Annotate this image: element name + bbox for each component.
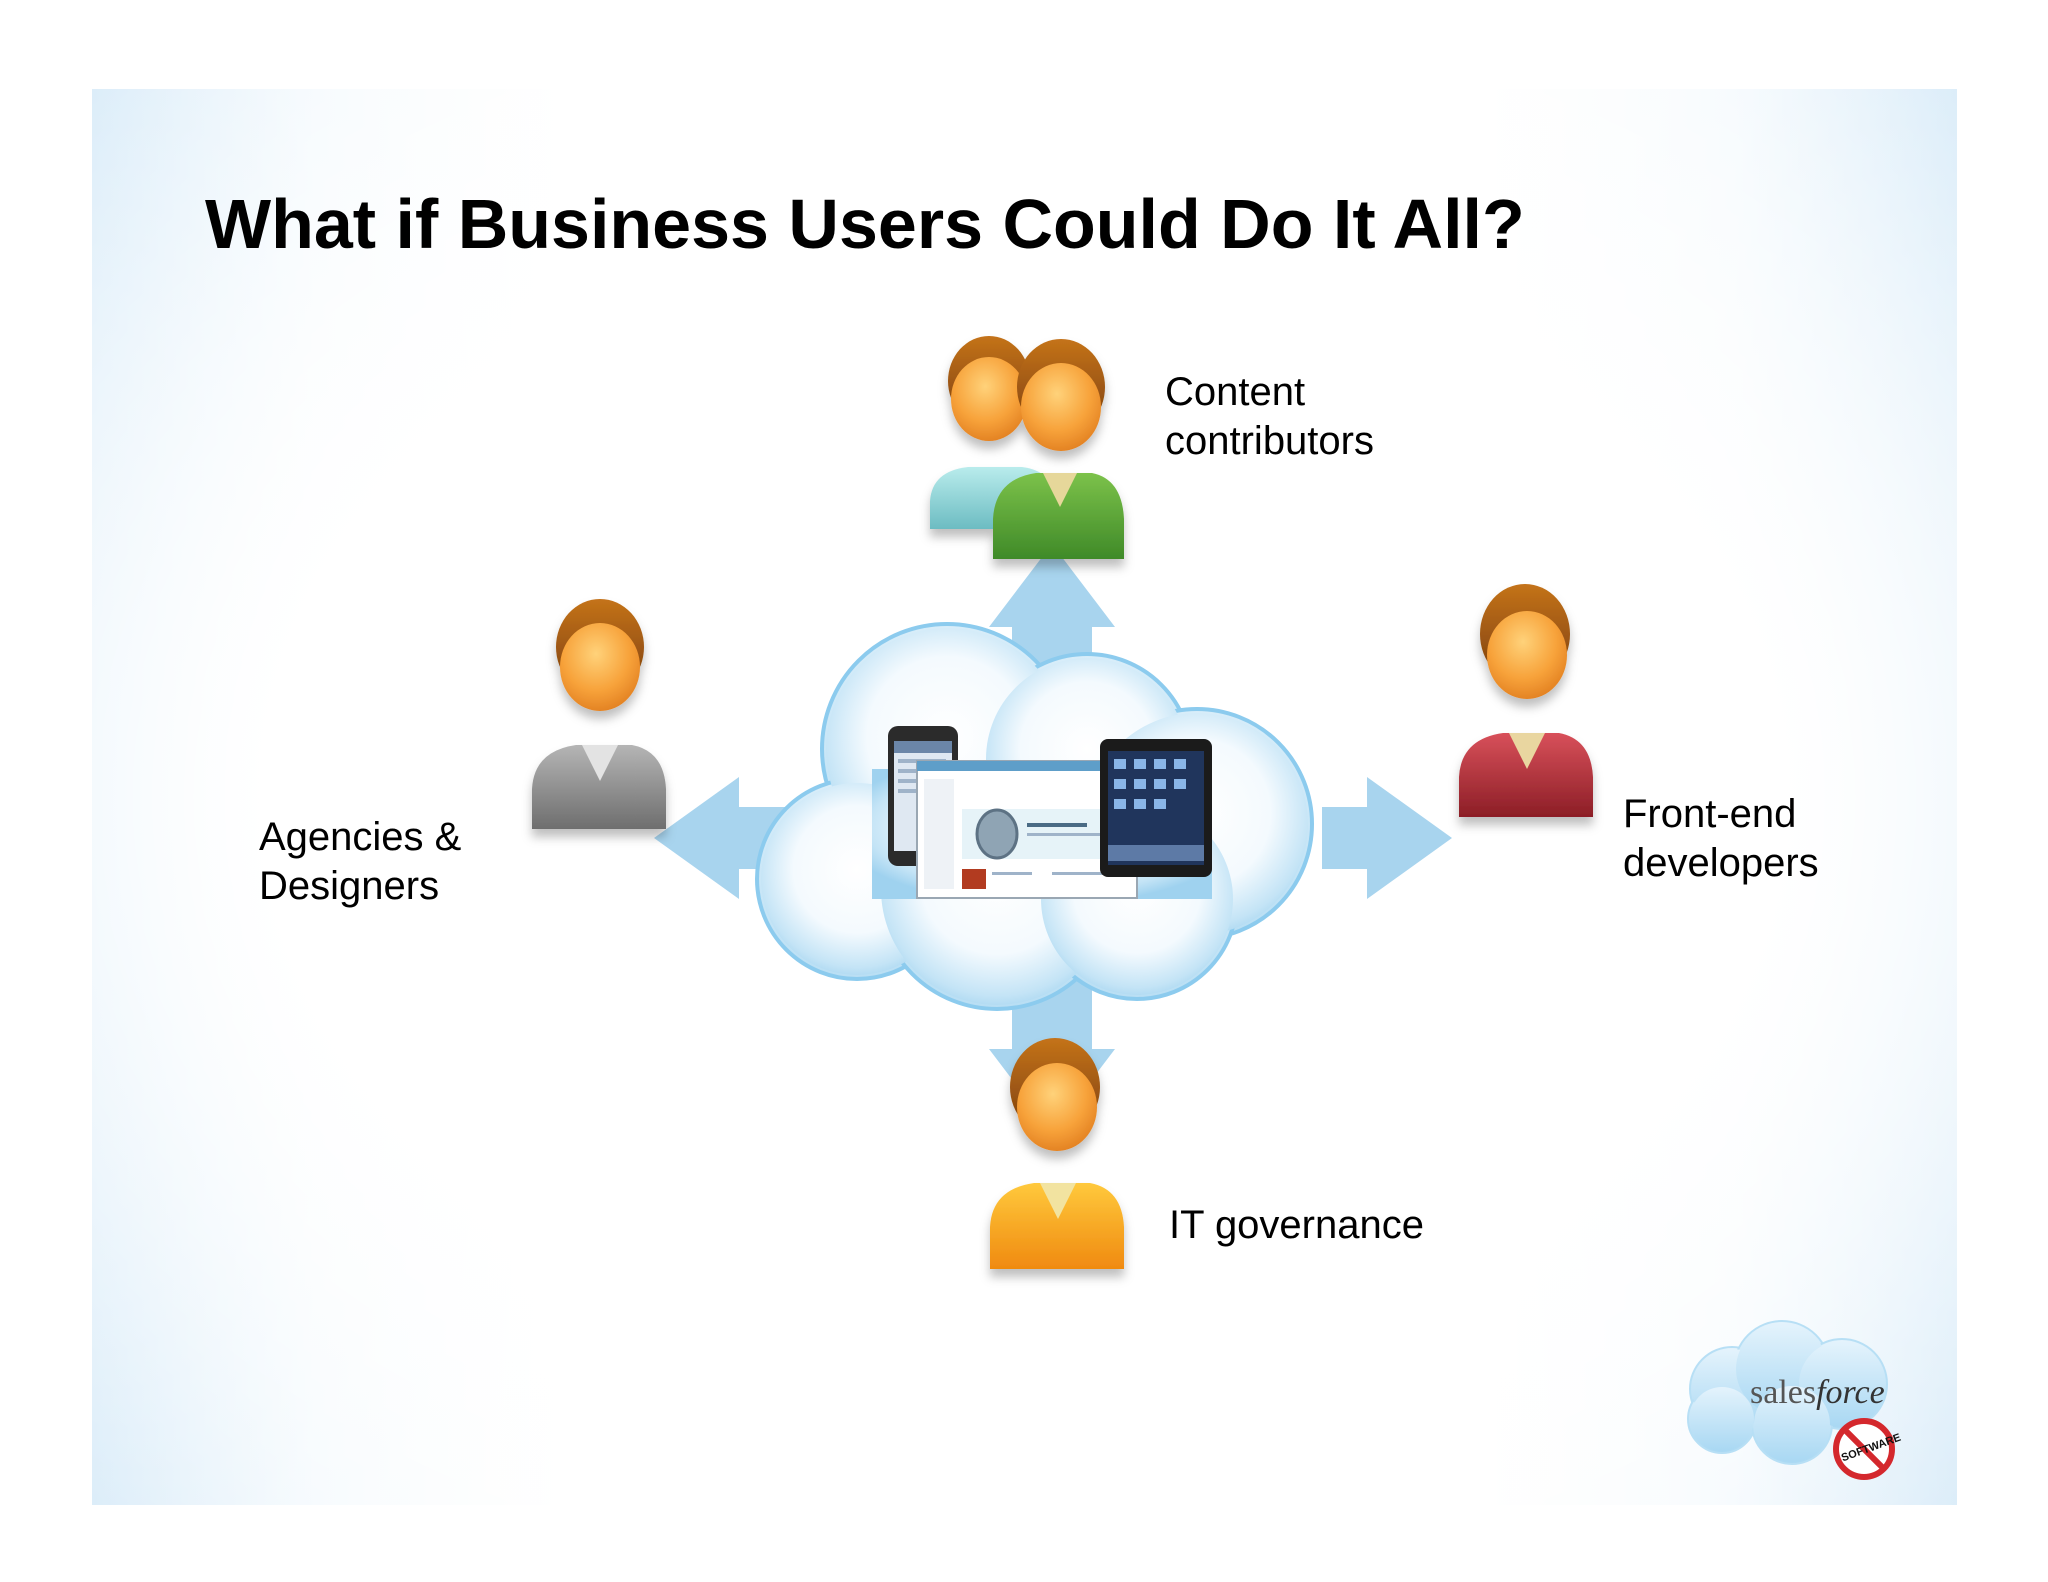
group-icon	[930, 336, 1124, 559]
label-content-contributors: Content contributors	[1165, 370, 1374, 463]
logo-cloud	[1687, 1320, 1888, 1465]
person-icon	[1459, 584, 1593, 817]
arrow-right-icon	[1322, 777, 1452, 899]
tablet-icon	[1100, 739, 1212, 877]
label-it-governance: IT governance	[1169, 1203, 1424, 1247]
label-front-end-developers: Front-end developers	[1623, 792, 1819, 885]
slide-title: What if Business Users Could Do It All?	[205, 185, 1525, 263]
salesforce-logo: salesforce	[1750, 1374, 1885, 1411]
no-sign-icon	[1833, 1418, 1895, 1480]
label-agencies-designers: Agencies & Designers	[259, 815, 462, 908]
slide: What if Business Users Could Do It All?	[92, 89, 1957, 1505]
person-icon	[990, 1038, 1124, 1269]
person-icon	[532, 599, 666, 829]
diagram-art	[532, 336, 1895, 1480]
